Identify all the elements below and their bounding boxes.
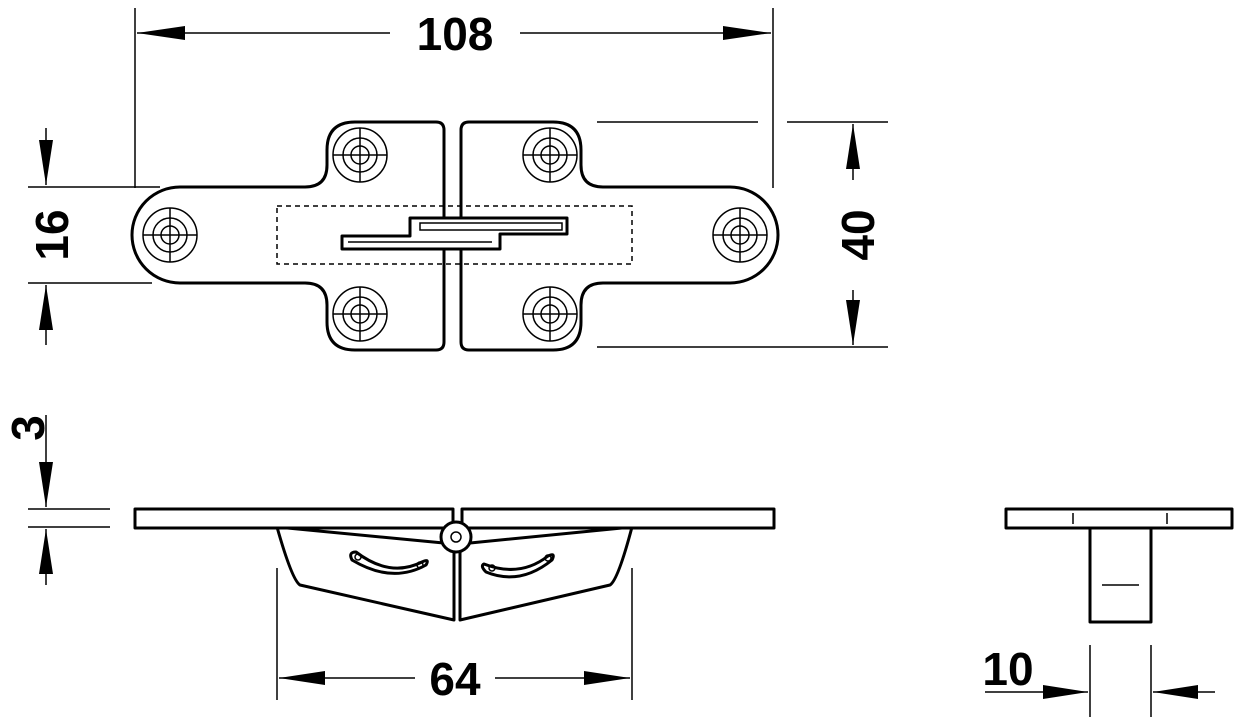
link-arm-upper bbox=[419, 222, 563, 231]
front-view: 3 64 bbox=[2, 415, 776, 705]
dimension-overall-length: 108 bbox=[134, 8, 774, 188]
side-view: 10 bbox=[982, 507, 1234, 717]
top-view: 108 16 40 bbox=[26, 8, 888, 352]
right-plate bbox=[460, 507, 776, 530]
pivot-inner bbox=[450, 531, 462, 543]
hidden-mechanism-outline bbox=[276, 205, 633, 265]
screw-hole-left-end bbox=[142, 207, 198, 263]
left-slot bbox=[349, 550, 429, 575]
dimension-body-length: 64 bbox=[276, 568, 633, 705]
right-slot bbox=[480, 553, 555, 579]
dimension-label-10: 10 bbox=[982, 643, 1033, 695]
right-body-outline bbox=[458, 525, 634, 622]
side-body bbox=[1088, 525, 1153, 624]
side-plate bbox=[1004, 507, 1234, 530]
dimension-label-16: 16 bbox=[26, 209, 78, 260]
screw-hole-left-bottom bbox=[332, 286, 388, 342]
screw-hole-right-top bbox=[522, 127, 578, 183]
left-plate bbox=[133, 507, 455, 530]
dimension-flap-width: 16 bbox=[26, 128, 160, 345]
left-body-outline bbox=[275, 525, 456, 622]
right-leaf-outline bbox=[459, 120, 780, 352]
dimension-body-width: 10 bbox=[982, 643, 1215, 717]
dimension-plate-thickness: 3 bbox=[2, 415, 110, 585]
dimension-label-64: 64 bbox=[429, 653, 481, 705]
dimension-label-40: 40 bbox=[832, 209, 884, 260]
screw-hole-right-bottom bbox=[522, 286, 578, 342]
screw-hole-right-end bbox=[712, 207, 768, 263]
left-leaf-outline bbox=[130, 120, 446, 352]
pivot-outer bbox=[439, 520, 473, 554]
dimension-overall-width: 40 bbox=[597, 121, 888, 348]
dimension-label-108: 108 bbox=[417, 8, 494, 60]
screw-hole-left-top bbox=[332, 127, 388, 183]
dimension-label-3: 3 bbox=[2, 415, 54, 441]
